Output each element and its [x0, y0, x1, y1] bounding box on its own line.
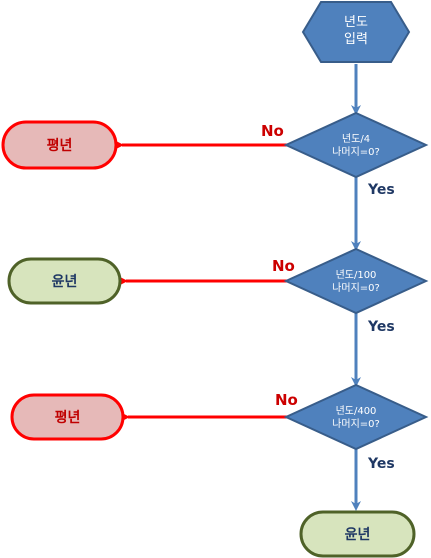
result-node-1: 평년	[1, 120, 118, 170]
edge-label-yes-2: Yes	[367, 319, 395, 335]
result-node-2-label: 윤년	[52, 274, 78, 290]
input-node-line2: 입력	[344, 32, 368, 47]
edge-label-no-2: No	[272, 257, 295, 275]
edge-label-no-1: No	[261, 122, 284, 140]
input-node-line1: 년도	[344, 15, 368, 30]
decision-node-2-line1: 년도/100	[336, 269, 377, 281]
decision-node-1-line1: 년도/4	[342, 133, 370, 145]
input-node: 년도 입력	[301, 0, 411, 63]
result-node-1-label: 평년	[47, 137, 73, 154]
decision-node-3-line1: 년도/400	[336, 405, 377, 417]
result-node-3: 평년	[10, 393, 125, 441]
result-node-2: 윤년	[7, 257, 122, 305]
decision-node-3-line2: 나머지=0?	[332, 418, 380, 430]
result-node-4: 윤년	[299, 510, 416, 558]
decision-node-2: 년도/100 나머지=0?	[283, 247, 429, 315]
decision-node-1: 년도/4 나머지=0?	[283, 111, 429, 179]
decision-node-2-line2: 나머지=0?	[332, 282, 380, 294]
decision-node-1-line2: 나머지=0?	[332, 146, 380, 158]
result-node-4-label: 윤년	[345, 527, 371, 543]
result-node-3-label: 평년	[55, 409, 81, 426]
edge-label-no-3: No	[275, 391, 298, 409]
edge-label-yes-1: Yes	[367, 182, 395, 198]
decision-node-3: 년도/400 나머지=0?	[283, 383, 429, 451]
edge-label-yes-3: Yes	[367, 456, 395, 472]
